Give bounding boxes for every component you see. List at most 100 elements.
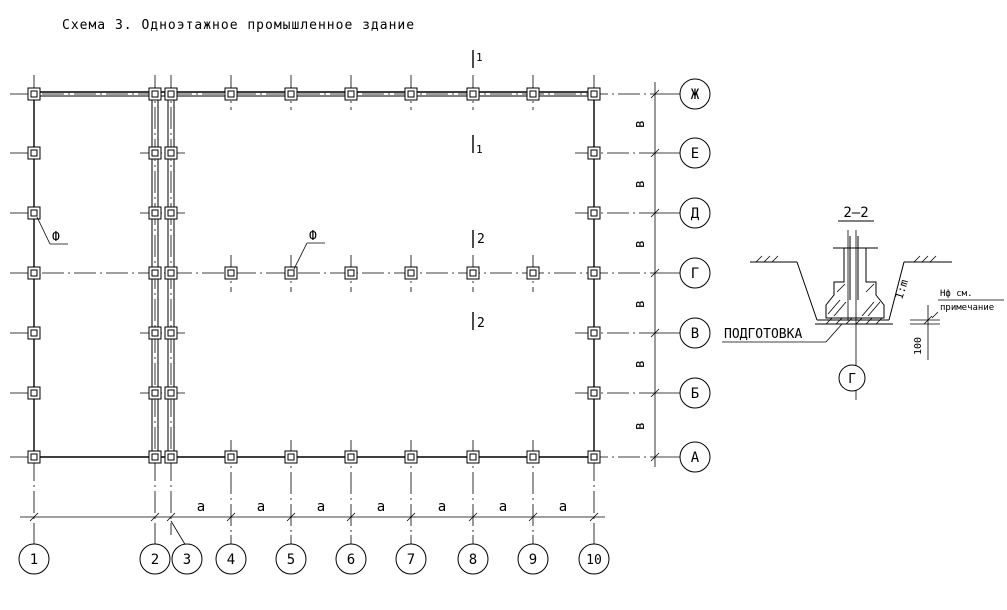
dim-v-v-b: в — [632, 360, 648, 368]
column-marker — [344, 450, 358, 464]
column-marker — [27, 146, 41, 160]
axis-bubble-col-3: 3 — [171, 543, 203, 575]
column-marker — [27, 386, 41, 400]
drawing-title: Схема 3. Одноэтажное промышленное здание — [62, 18, 415, 33]
axis-bubble-col-1: 1 — [18, 535, 50, 575]
axis-bubble-row-b: Б — [655, 377, 711, 409]
column-marker — [587, 450, 601, 464]
dim-a-8-9: а — [499, 499, 507, 515]
column-marker — [404, 87, 418, 101]
section-cut-marks: 1 1 2 2 — [472, 50, 485, 331]
axis-bubble-col-10: 10 — [578, 535, 610, 575]
column-marker — [284, 87, 298, 101]
column-marker — [164, 206, 178, 220]
dim-v-b-a: в — [632, 422, 648, 430]
axis-label-col-4: 4 — [227, 552, 235, 568]
foundation-hatch — [827, 283, 881, 317]
column-marker — [404, 450, 418, 464]
axis-label-row-zh: Ж — [691, 87, 700, 103]
ground-hatch — [755, 255, 937, 263]
column-marker — [587, 146, 601, 160]
dim-a-7-8: а — [438, 499, 446, 515]
row-axis-bubbles: Ж Е Д Г В Б А — [655, 78, 711, 473]
section-detail-title: 2–2 — [843, 205, 868, 221]
axis-label-col-1: 1 — [30, 552, 38, 568]
axis-bubble-col-7: 7 — [395, 535, 427, 575]
column-dimension-chain: а а а а а а а — [20, 499, 605, 547]
column-marker — [224, 450, 238, 464]
axis-bubble-row-g: Г — [655, 257, 711, 289]
column-axis-bubbles: 1 2 3 4 5 6 7 8 9 10 — [18, 535, 610, 575]
column-marker — [526, 266, 540, 280]
axis-label-row-d: Д — [691, 206, 700, 222]
axis-bubble-row-a: А — [655, 441, 711, 473]
column-marker — [148, 386, 162, 400]
axis-bubble-row-zh: Ж — [655, 78, 711, 110]
column-marker — [466, 450, 480, 464]
axis-bubble-col-4: 4 — [215, 535, 247, 575]
axis-label-col-6: 6 — [347, 552, 355, 568]
axis-label-col-8: 8 — [469, 552, 477, 568]
column-marker — [148, 206, 162, 220]
column-marker — [526, 450, 540, 464]
axis-bubble-col-9: 9 — [517, 535, 549, 575]
column-marker — [164, 87, 178, 101]
column-marker — [224, 266, 238, 280]
bedding-hatch — [825, 317, 883, 325]
column-marker — [587, 266, 601, 280]
foundation-callout-left: Ф — [52, 230, 60, 245]
column-marker — [27, 266, 41, 280]
column-marker — [587, 87, 601, 101]
column-marker — [148, 326, 162, 340]
column-marker — [164, 450, 178, 464]
depth-label: 100 — [913, 337, 924, 355]
slope-label: 1:m — [892, 278, 911, 301]
foundation-callout-middle: Ф — [309, 229, 317, 244]
axis-bubble-row-d: Д — [655, 197, 711, 229]
axis-bubble-row-v: В — [655, 317, 711, 349]
axis-label-col-5: 5 — [287, 552, 295, 568]
axis-label-row-v: В — [691, 326, 699, 342]
dim-v-zh-e: в — [632, 120, 648, 128]
bedding-label: ПОДГОТОВКА — [724, 327, 802, 342]
dim-v-d-g: в — [632, 240, 648, 248]
column-marker — [466, 87, 480, 101]
axis-bubble-col-8: 8 — [457, 535, 489, 575]
dim-v-e-d: в — [632, 180, 648, 188]
column-marker — [344, 266, 358, 280]
axis-label-row-a: А — [691, 450, 700, 466]
axis-label-col-10: 10 — [586, 553, 602, 568]
axis-label-col-3: 3 — [183, 552, 191, 568]
column-marker — [224, 87, 238, 101]
column-marker — [27, 206, 41, 220]
axis-label-col-9: 9 — [529, 552, 537, 568]
foundation-callouts: Ф Ф — [36, 216, 325, 270]
column-marker — [466, 266, 480, 280]
axis-label-col-2: 2 — [151, 552, 159, 568]
axis-bubble-col-5: 5 — [275, 535, 307, 575]
axis-bubble-row-e: Е — [655, 137, 711, 169]
column-marker — [344, 87, 358, 101]
column-marker — [164, 146, 178, 160]
axis-label-col-7: 7 — [407, 552, 415, 568]
section-1-top-label: 1 — [476, 51, 483, 64]
column-marker — [27, 450, 41, 464]
column-marker — [284, 450, 298, 464]
column-marker — [587, 386, 601, 400]
column-marker — [404, 266, 418, 280]
dim-a-3-4: а — [197, 499, 205, 515]
dim-a-9-10: а — [559, 499, 567, 515]
section-2-top-label: 2 — [477, 232, 485, 247]
column-marker — [27, 326, 41, 340]
axis-label-row-g: Г — [691, 266, 699, 282]
dim-a-6-7: а — [377, 499, 385, 515]
section-axis-label: Г — [848, 372, 856, 387]
column-marker — [148, 266, 162, 280]
axis-bubble-col-6: 6 — [335, 535, 367, 575]
column-marker — [164, 266, 178, 280]
column-marker — [164, 326, 178, 340]
column-marker — [587, 326, 601, 340]
section-1-bottom-label: 1 — [476, 143, 483, 156]
axis-label-row-e: Е — [691, 146, 699, 162]
column-marker — [148, 146, 162, 160]
